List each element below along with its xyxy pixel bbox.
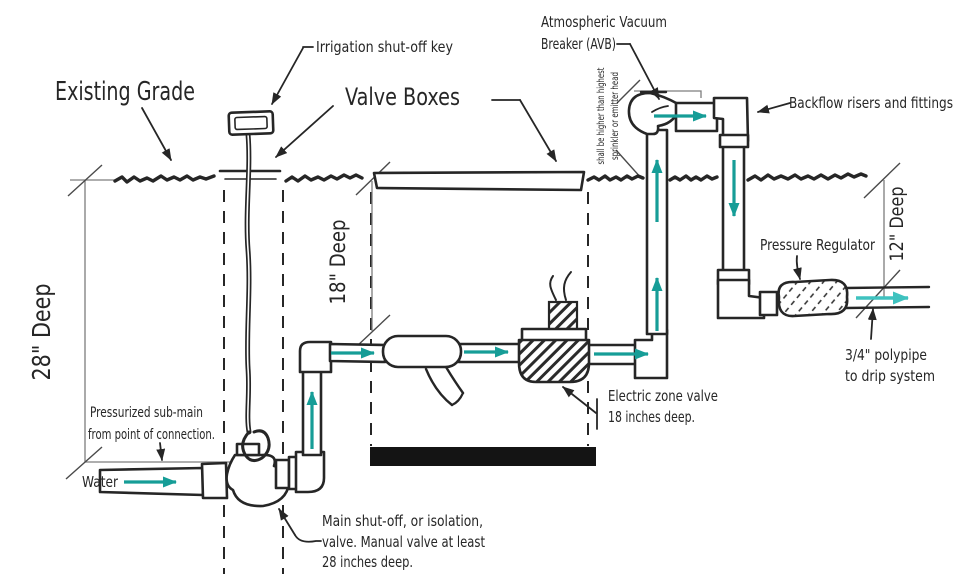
backflow-label: Backflow risers and fittings — [789, 94, 953, 112]
avb-label-line2: Breaker (AVB) — [541, 35, 616, 53]
zone-valve-label-line1: Electric zone valve — [608, 387, 718, 405]
polypipe-label-line2: to drip system — [845, 367, 935, 385]
shutoff-key — [227, 110, 275, 463]
avb-label-line1: Atmospheric Vacuum — [541, 13, 667, 31]
grade-line — [113, 172, 868, 184]
irrigation-key-label: Irrigation shut-off key — [316, 38, 453, 56]
existing-grade-label: Existing Grade — [55, 77, 195, 107]
dim-28-deep-label: 28" Deep — [27, 284, 56, 381]
zone-valve-label-line2: 18 inches deep. — [608, 408, 695, 426]
polypipe-label-line1: 3/4" polypipe — [845, 346, 927, 364]
avb-note-line1: shall be higher than highest — [596, 67, 607, 164]
flow-arrows — [124, 110, 909, 488]
water-label: Water — [82, 473, 119, 491]
leader-arrows — [141, 43, 877, 543]
main-valve-label-line3: 28 inches deep. — [322, 553, 413, 571]
manual-isolation-valve — [381, 334, 465, 407]
atmospheric-vacuum-breaker — [627, 90, 680, 136]
shutoff-key-handle — [227, 110, 275, 136]
polypipe — [844, 285, 931, 310]
dim-18-deep-label: 18" Deep — [326, 220, 350, 305]
submain-label-line2: from point of connection. — [88, 427, 215, 443]
backflow-riser-left — [633, 128, 669, 380]
electric-zone-valve — [517, 271, 591, 384]
dim-12-deep-label: 12" Deep — [886, 187, 908, 262]
submain-label-line1: Pressurized sub-main — [90, 405, 203, 421]
valve-box-lid-long — [372, 170, 586, 192]
main-valve-label-line2: valve. Manual valve at least — [322, 533, 485, 551]
dimension-lines — [65, 79, 901, 480]
valve-boxes-label: Valve Boxes — [345, 83, 460, 111]
solenoid — [547, 300, 579, 334]
valve-box-base — [370, 447, 596, 466]
main-valve-label-line1: Main shut-off, or isolation, — [322, 512, 483, 530]
pressure-regulator — [777, 278, 849, 318]
avb-note-line2: sprinkler or emitter head — [610, 72, 621, 160]
pressure-regulator-label: Pressure Regulator — [760, 236, 876, 254]
backflow-riser-right — [716, 133, 779, 320]
submain-pipe-run — [328, 342, 640, 366]
